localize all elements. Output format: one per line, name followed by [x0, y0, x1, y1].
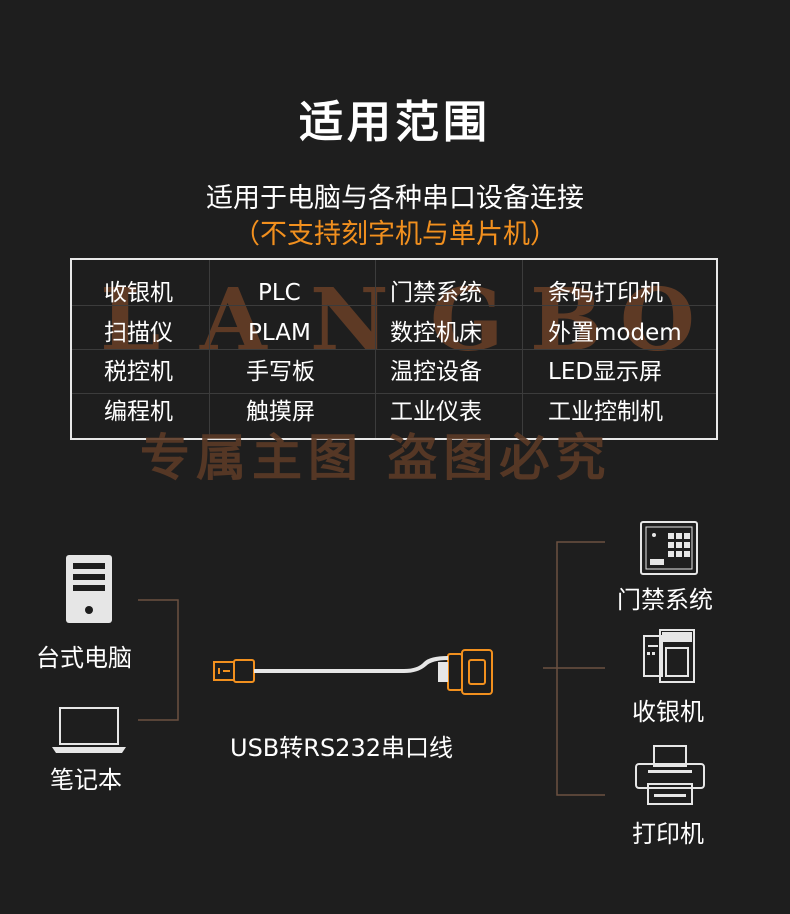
- cable-label: USB转RS232串口线: [230, 734, 453, 762]
- table-cell: 扫描仪: [104, 320, 173, 346]
- table-cell: PLAM: [248, 320, 311, 346]
- table-cell: 手写板: [246, 359, 315, 385]
- table-cell: 外置modem: [548, 320, 682, 346]
- table-cell: 温控设备: [390, 359, 482, 385]
- access-control-label: 门禁系统: [617, 586, 713, 614]
- table-grid: 收银机 PLC 门禁系统 条码打印机 扫描仪 PLAM 数控机床 外置modem…: [72, 260, 716, 438]
- table-cell: 门禁系统: [390, 280, 482, 306]
- page-title: 适用范围: [299, 97, 491, 148]
- table-cell: LED显示屏: [548, 359, 663, 385]
- subtitle: 适用于电脑与各种串口设备连接: [206, 183, 584, 214]
- exclusion-note: （不支持刻字机与单片机）: [233, 219, 557, 250]
- cash-register-label: 收银机: [632, 698, 704, 726]
- table-cell: 工业控制机: [548, 399, 663, 425]
- table-cell: 税控机: [104, 359, 173, 385]
- access-control-keypad-icon: [640, 521, 698, 579]
- usb-to-db9-cable-icon: [212, 648, 498, 704]
- laptop-icon: [52, 707, 126, 757]
- laptop-label: 笔记本: [50, 766, 122, 794]
- desktop-tower-icon: [66, 555, 112, 627]
- applications-table: [70, 258, 718, 440]
- desktop-label: 台式电脑: [36, 644, 132, 672]
- table-cell: 触摸屏: [246, 399, 315, 425]
- table-cell: 条码打印机: [548, 280, 663, 306]
- cash-register-icon: [642, 628, 698, 688]
- printer-icon: [634, 744, 706, 810]
- table-cell: 收银机: [104, 280, 173, 306]
- printer-label: 打印机: [632, 820, 704, 848]
- table-cell: 编程机: [104, 399, 173, 425]
- table-cell: 数控机床: [390, 320, 482, 346]
- table-cell: PLC: [258, 280, 301, 306]
- table-cell: 工业仪表: [390, 399, 482, 425]
